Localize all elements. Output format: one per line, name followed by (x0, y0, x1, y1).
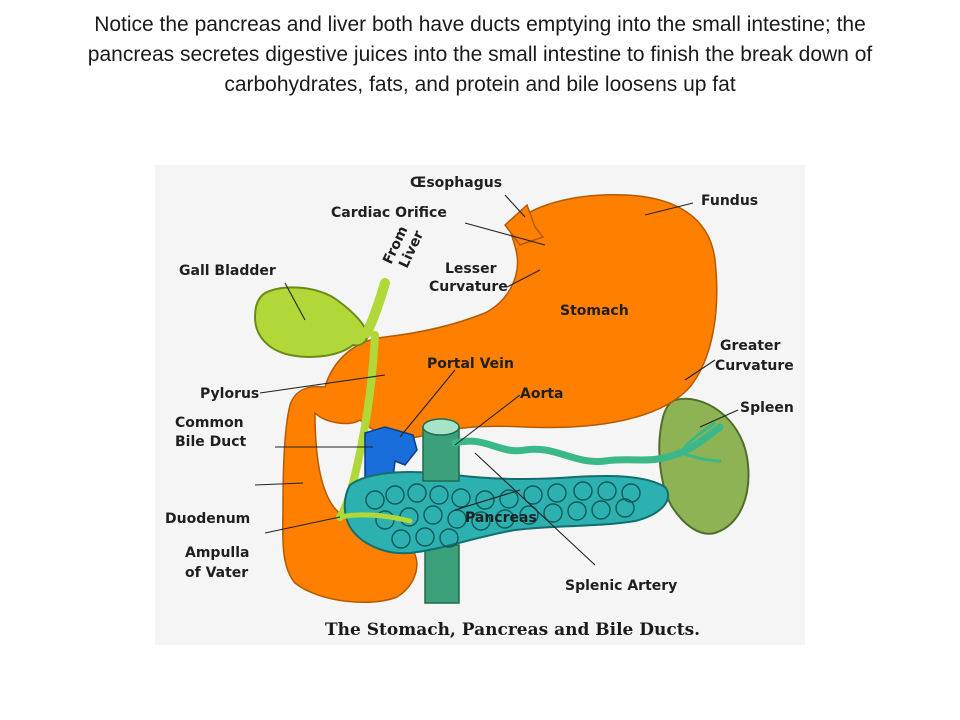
label-greater-curvature-1: Greater (720, 338, 781, 354)
label-pylorus: Pylorus (200, 386, 259, 402)
aorta-opening (422, 418, 460, 436)
label-spleen: Spleen (740, 400, 794, 416)
pancreatic-duct (337, 512, 413, 524)
anatomy-figure: Œsophagus Cardiac Orifice Fundus From Li… (155, 165, 805, 645)
figure-caption: The Stomach, Pancreas and Bile Ducts. (325, 620, 700, 640)
label-lesser-curvature-1: Lesser (445, 261, 497, 277)
label-lesser-curvature-2: Curvature (429, 279, 508, 295)
label-ampulla-2: of Vater (185, 565, 248, 581)
label-common-bile-duct-1: Common (175, 415, 244, 431)
gall-bladder (253, 286, 369, 358)
label-splenic-artery: Splenic Artery (565, 578, 677, 594)
label-fundus: Fundus (701, 193, 758, 209)
label-portal-vein: Portal Vein (427, 356, 514, 372)
label-esophagus: Œsophagus (410, 175, 502, 191)
label-aorta: Aorta (520, 386, 564, 402)
label-stomach: Stomach (560, 303, 629, 319)
splenic-artery-branch-lower (679, 451, 722, 463)
esophagus (503, 203, 545, 246)
aorta-lower-trunk (424, 544, 460, 604)
label-common-bile-duct-2: Bile Duct (175, 434, 247, 450)
caption-line-2: pancreas secretes digestive juices into … (87, 43, 873, 66)
caption-line-1: Notice the pancreas and liver both have … (94, 13, 866, 36)
hepatic-duct (362, 278, 390, 338)
label-ampulla-1: Ampulla (185, 545, 249, 561)
leader-lines (254, 194, 739, 566)
pancreas (343, 471, 670, 555)
label-pancreas: Pancreas (465, 510, 537, 526)
label-duodenum: Duodenum (165, 511, 250, 527)
diagram-labels: Œsophagus Cardiac Orifice Fundus From Li… (165, 175, 794, 594)
splenic-artery (451, 423, 724, 466)
caption-line-3: carbohydrates, fats, and protein and bil… (224, 73, 736, 96)
spleen (658, 397, 750, 535)
slide-caption: Notice the pancreas and liver both have … (0, 10, 960, 100)
label-cardiac-orifice: Cardiac Orifice (331, 205, 447, 221)
label-gall-bladder: Gall Bladder (179, 263, 276, 279)
label-greater-curvature-2: Curvature (715, 358, 794, 374)
splenic-artery-branch-upper (678, 421, 716, 454)
pancreas-lobules (365, 481, 641, 549)
